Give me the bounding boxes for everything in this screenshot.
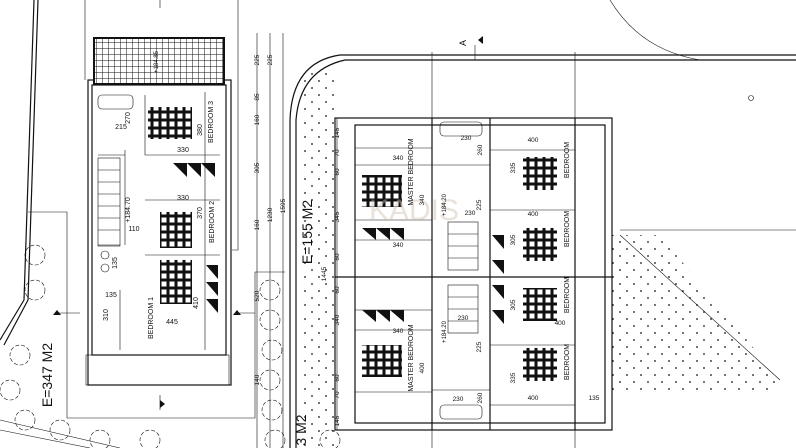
dimension-lines bbox=[256, 33, 338, 448]
room-label: MASTER BEDROOM bbox=[408, 138, 415, 205]
dimension-label: 445 bbox=[166, 319, 178, 326]
dimension-label: 160 bbox=[254, 219, 261, 230]
room-label: BEDROOM bbox=[564, 142, 571, 178]
room-label: MASTER BEDROOM bbox=[408, 324, 415, 391]
level-label: +184.20 bbox=[442, 320, 448, 343]
dimension-label: 225 bbox=[254, 54, 261, 65]
dimension-label: 260 bbox=[477, 144, 484, 155]
dimension-label: 230 bbox=[461, 135, 472, 142]
dimension-label: 135 bbox=[589, 395, 600, 402]
dimension-label: 225 bbox=[267, 54, 274, 65]
watermark: KADIS bbox=[369, 194, 459, 227]
dimension-label: 145 bbox=[334, 415, 341, 426]
dimension-label: 400 bbox=[419, 362, 426, 373]
labels: E=347 M2 E=155 M2 3 M2 BEDROOM 3 BEDROOM 2 BE… bbox=[39, 50, 600, 445]
dimension-label: 135 bbox=[112, 257, 119, 269]
dimension-label: 345 bbox=[334, 211, 341, 222]
dimension-label: 1595 bbox=[280, 198, 287, 213]
dimension-label: 270 bbox=[125, 112, 132, 124]
dimension-label: 305 bbox=[254, 162, 261, 173]
tree-icon bbox=[264, 429, 286, 448]
tree-icon bbox=[261, 399, 283, 421]
plot-area-label: E=347 M2 bbox=[39, 343, 55, 407]
dimension-label: 305 bbox=[510, 234, 517, 245]
room-label: BEDROOM 3 bbox=[208, 101, 215, 143]
tree-icon bbox=[139, 429, 161, 448]
dimension-label: 335 bbox=[510, 162, 517, 173]
dimension-label: 160 bbox=[254, 114, 261, 125]
dimension-label: 410 bbox=[193, 297, 200, 309]
dimension-label: 260 bbox=[477, 392, 484, 403]
dimension-label: 335 bbox=[510, 372, 517, 383]
dimension-label: 60 bbox=[334, 168, 341, 176]
dimension-label: 400 bbox=[555, 320, 566, 327]
dimension-label: 60 bbox=[334, 286, 341, 294]
dimension-label: 340 bbox=[393, 328, 404, 335]
dimension-label: 60 bbox=[334, 374, 341, 382]
level-label: +184.85 bbox=[154, 50, 160, 73]
left-house bbox=[85, 37, 232, 386]
dimension-label: 215 bbox=[115, 124, 127, 131]
landscaped-strip bbox=[300, 70, 334, 448]
level-label: +184.70 bbox=[125, 197, 132, 223]
room-label: BEDROOM 1 bbox=[148, 297, 155, 339]
room-label: BEDROOM bbox=[564, 211, 571, 247]
tree-icon bbox=[49, 419, 71, 441]
right-house bbox=[334, 117, 613, 431]
dimension-label: 230 bbox=[453, 396, 464, 403]
dimension-label: 340 bbox=[334, 314, 341, 325]
room-label: BEDROOM bbox=[564, 344, 571, 380]
dimension-label: 135 bbox=[105, 292, 117, 299]
dimension-label: 140 bbox=[254, 374, 261, 385]
dimension-label: 370 bbox=[197, 207, 204, 219]
dimension-label: 225 bbox=[476, 341, 483, 352]
site-point bbox=[748, 95, 754, 101]
dimension-label: 400 bbox=[528, 395, 539, 402]
dimension-label: 85 bbox=[254, 93, 261, 101]
dimension-label: 305 bbox=[510, 299, 517, 310]
section-markers: A bbox=[53, 0, 483, 410]
dimension-label: 310 bbox=[103, 309, 110, 321]
tree-icon bbox=[9, 344, 31, 366]
dimension-label: 340 bbox=[393, 155, 404, 162]
dimension-label: 340 bbox=[393, 242, 404, 249]
tree-icon bbox=[24, 279, 46, 301]
dimension-label: 230 bbox=[458, 315, 469, 322]
room-label: BEDROOM bbox=[564, 277, 571, 313]
dimension-label: 400 bbox=[528, 137, 539, 144]
dimension-label: 60 bbox=[334, 253, 341, 261]
level-label: +184.20 bbox=[442, 193, 448, 216]
balcony-tiles bbox=[93, 37, 225, 85]
dimension-label: 145 bbox=[334, 127, 341, 138]
landscaped-area bbox=[612, 235, 780, 395]
tree-icon bbox=[0, 379, 21, 401]
dimension-label: 330 bbox=[177, 147, 189, 154]
plot-area-label: E=155 M2 bbox=[299, 200, 315, 264]
dimension-label: 1230 bbox=[267, 207, 274, 222]
dimension-label: 70 bbox=[334, 391, 341, 399]
dimension-label: 330 bbox=[177, 195, 189, 202]
dimension-label: 400 bbox=[528, 211, 539, 218]
trees bbox=[0, 244, 341, 448]
tree-icon bbox=[24, 244, 46, 266]
plot-area-label: 3 M2 bbox=[293, 414, 309, 445]
dimension-label: 520 bbox=[254, 290, 261, 301]
tree-icon bbox=[14, 409, 36, 431]
dimension-label: 380 bbox=[197, 124, 204, 136]
dimension-label: 70 bbox=[334, 149, 341, 157]
dimension-label: 225 bbox=[476, 199, 483, 210]
dimension-label: 110 bbox=[128, 226, 139, 233]
room-label: BEDROOM 2 bbox=[209, 201, 216, 243]
tree-icon bbox=[319, 429, 341, 448]
dimension-label: 230 bbox=[465, 210, 476, 217]
tree-icon bbox=[89, 429, 111, 448]
dimension-label: 340 bbox=[419, 194, 426, 205]
section-label: A bbox=[458, 40, 468, 46]
dimension-label: 1445 bbox=[321, 266, 328, 281]
tree-icon bbox=[261, 339, 283, 361]
